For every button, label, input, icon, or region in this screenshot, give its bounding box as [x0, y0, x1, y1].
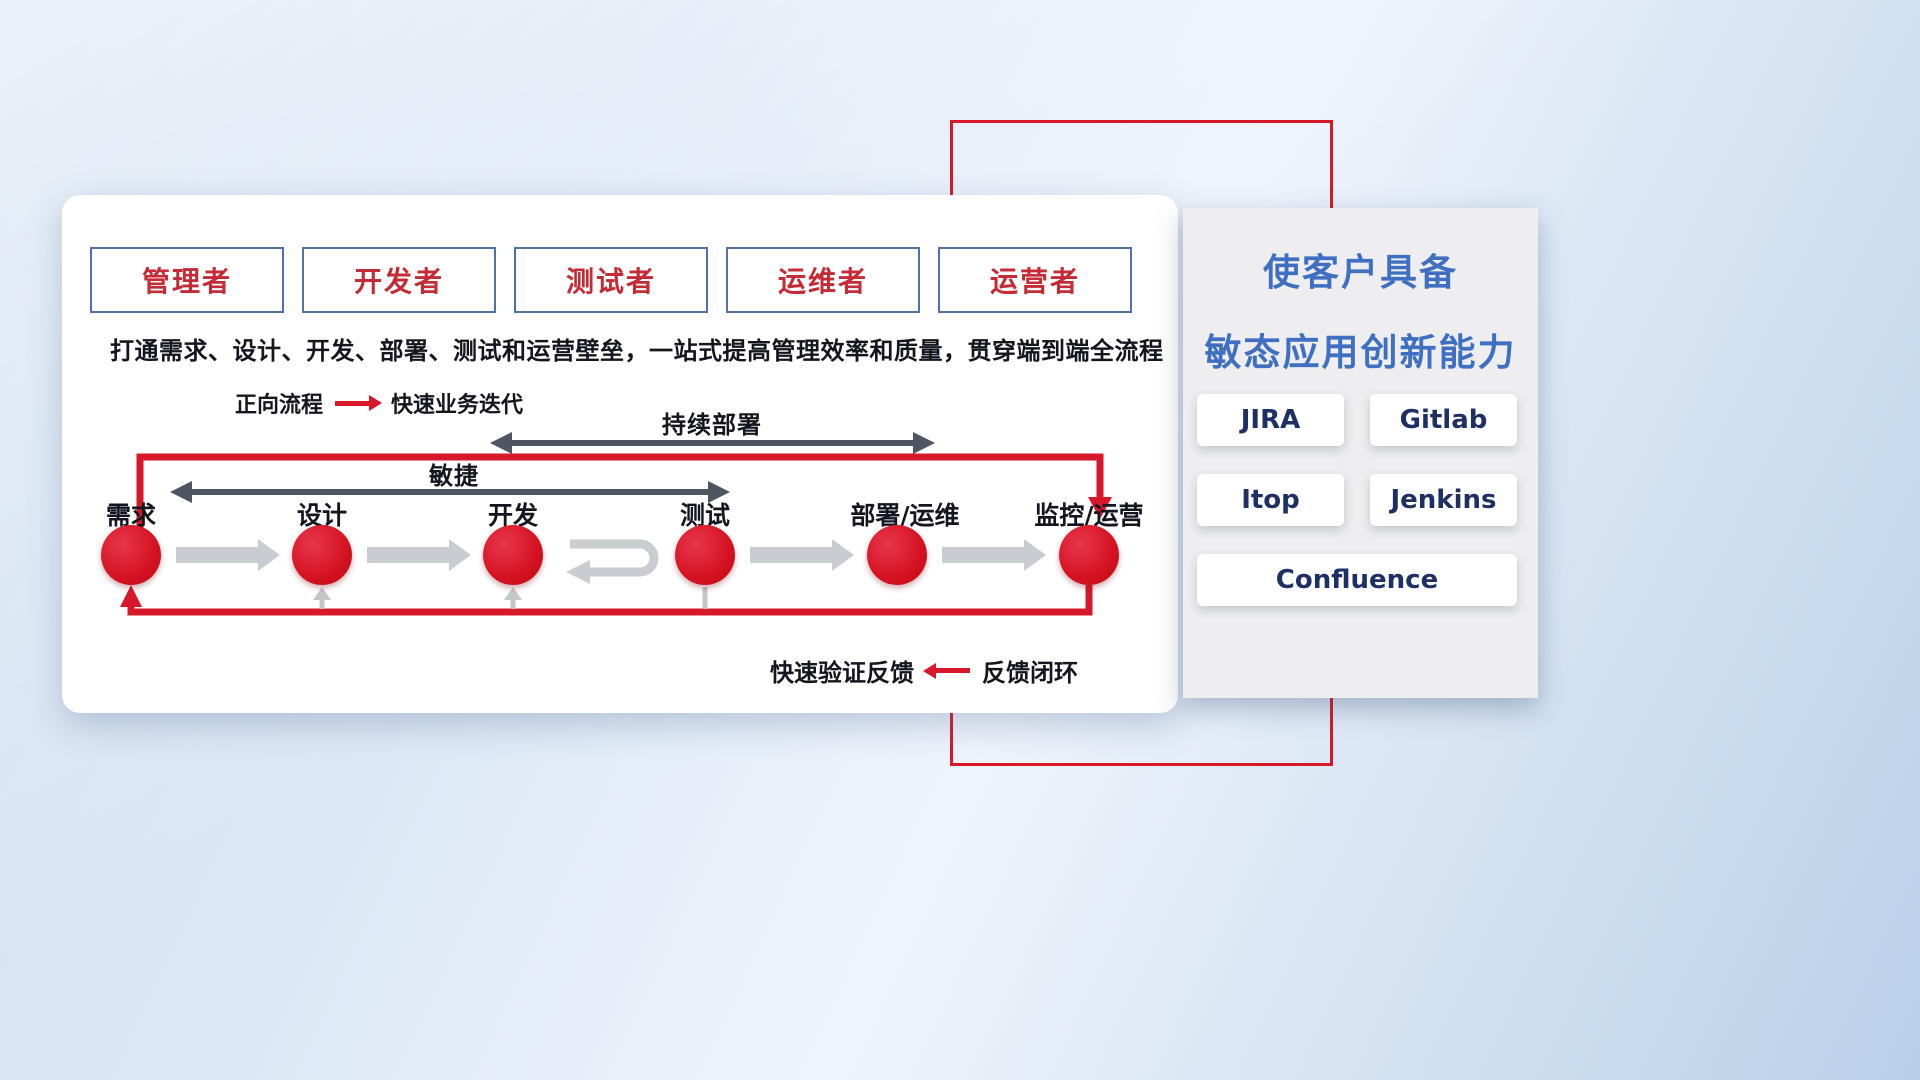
flow-description: 打通需求、设计、开发、部署、测试和运营壁垒，一站式提高管理效率和质量，贯穿端到端…	[110, 337, 1164, 365]
stage-node-design	[292, 525, 352, 585]
capability-panel: 使客户具备 敏态应用创新能力 JIRA Gitlab Itop Jenkins …	[1183, 208, 1538, 698]
capability-title: 使客户具备 敏态应用创新能力	[1183, 242, 1538, 376]
legend-feedback: 快速验证反馈 反馈闭环	[770, 653, 1078, 688]
capability-title-line2: 敏态应用创新能力	[1204, 331, 1517, 374]
role-label: 测试者	[565, 265, 656, 298]
role-box-manager: 管理者	[90, 247, 284, 313]
role-label: 运营者	[989, 265, 1080, 298]
role-box-tester: 测试者	[514, 247, 708, 313]
role-box-developer: 开发者	[302, 247, 496, 313]
stage-node-monitor-ops	[1059, 525, 1119, 585]
tool-card-itop: Itop	[1197, 474, 1344, 526]
role-box-ops: 运维者	[726, 247, 920, 313]
feedback-flow-line	[120, 585, 1093, 616]
legend-feedback-value: 反馈闭环	[982, 659, 1078, 687]
legend-forward-value: 快速业务迭代	[391, 393, 524, 418]
tool-card-confluence: Confluence	[1197, 554, 1517, 606]
stage-node-requirements	[101, 525, 161, 585]
stage-feedback-arrowheads	[313, 587, 522, 600]
legend-forward-label: 正向流程	[235, 393, 324, 418]
legend-feedback-label: 快速验证反馈	[770, 659, 914, 687]
tools-grid: JIRA Gitlab Itop Jenkins Confluence	[1197, 394, 1517, 606]
tool-card-gitlab: Gitlab	[1370, 394, 1517, 446]
stage-connector-arrow-icons	[176, 539, 1046, 571]
devops-flow-panel: 管理者 开发者 测试者 运维者 运营者 打通需求、设计、开发、部署、测试和运营壁…	[62, 195, 1178, 713]
continuous-deployment-arrow-icon	[490, 432, 935, 454]
feedback-arrow-icon	[936, 668, 970, 673]
stage-node-testing	[675, 525, 735, 585]
tool-card-jenkins: Jenkins	[1370, 474, 1517, 526]
role-box-operations: 运营者	[938, 247, 1132, 313]
stage-node-deploy-ops	[867, 525, 927, 585]
role-label: 管理者	[141, 265, 232, 298]
role-label: 开发者	[353, 265, 444, 298]
forward-flow-line	[136, 453, 1112, 545]
stage-node-development	[483, 525, 543, 585]
agile-arrow-icon	[170, 481, 730, 503]
tool-card-jira: JIRA	[1197, 394, 1344, 446]
iteration-loop-icon	[566, 539, 659, 584]
legend-forward: 正向流程 快速业务迭代	[235, 387, 523, 419]
flow-diagram-graphics	[120, 432, 1112, 616]
roles-row: 管理者 开发者 测试者 运维者 运营者	[90, 247, 1132, 313]
continuous-deployment-label: 持续部署	[662, 411, 762, 439]
capability-title-line1: 使客户具备	[1263, 251, 1458, 294]
agile-label: 敏捷	[429, 462, 479, 490]
forward-arrow-icon	[335, 400, 370, 406]
role-label: 运维者	[777, 265, 868, 298]
